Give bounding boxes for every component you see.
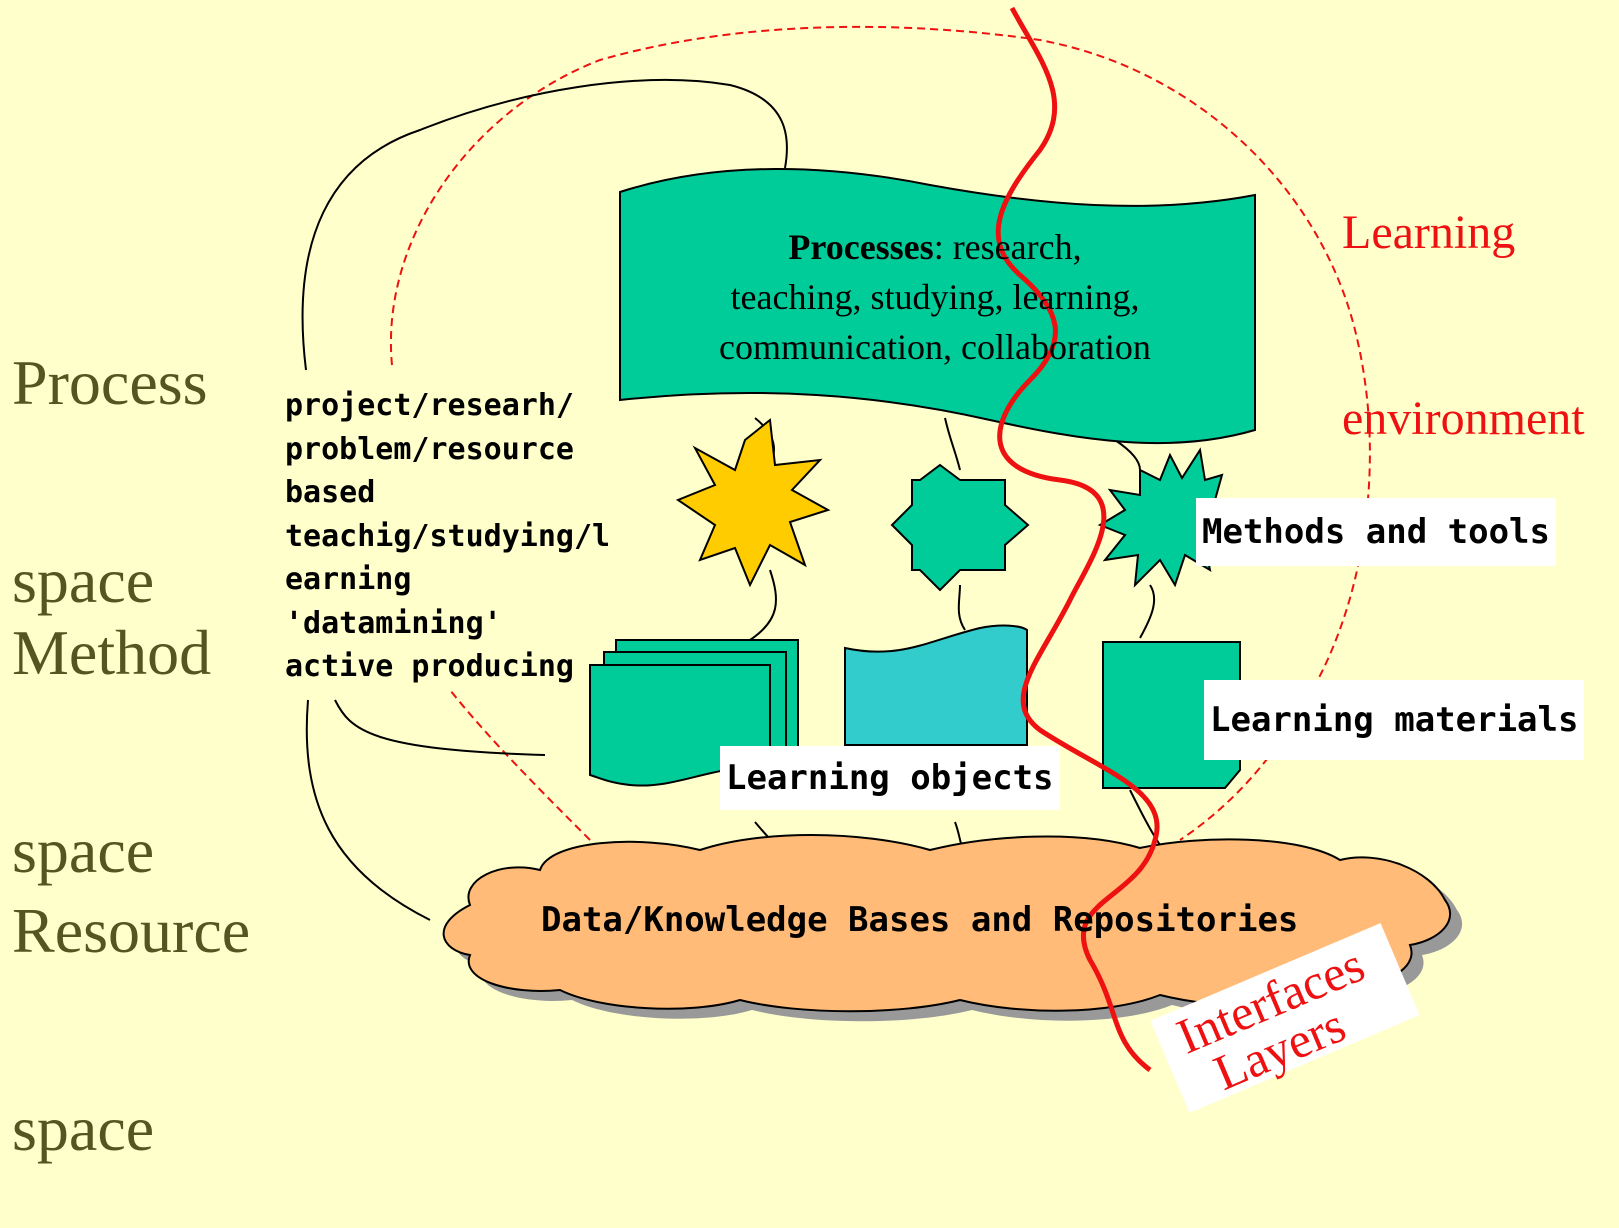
learning-objects-stack — [589, 639, 799, 787]
learning-materials-label: Learning materials — [1204, 680, 1585, 760]
methods-list-item: based — [285, 475, 376, 510]
process-space-line2: space — [12, 545, 155, 616]
resource-space-label: Resource space — [12, 766, 250, 1228]
resource-space-line1: Resource — [12, 895, 251, 966]
method-space-line2: space — [12, 815, 155, 886]
learning-objects-label: Learning objects — [720, 746, 1060, 810]
processes-line1-rest: : research, — [933, 227, 1082, 267]
method-space-line1: Method — [12, 617, 212, 688]
teal-star-shape — [890, 463, 1030, 592]
processes-line3: communication, collaboration — [719, 327, 1151, 367]
methods-list-item: 'datamining' — [285, 605, 502, 641]
learning-environment-line2: environment — [1342, 392, 1585, 445]
processes-line1: Processes: research, — [640, 222, 1230, 272]
processes-heading: Processes — [788, 227, 934, 267]
interface-layer-line — [995, 6, 1160, 1072]
processes-banner — [619, 168, 1256, 445]
methods-list-item: active producing — [285, 649, 574, 684]
process-space-label: Process space — [12, 218, 208, 680]
processes-line2: teaching, studying, learning, — [730, 277, 1140, 317]
process-space-line1: Process — [12, 347, 208, 418]
diagram-canvas — [301, 6, 1463, 1072]
processes-text: Processes: research, teaching, studying,… — [640, 222, 1230, 372]
learning-environment-line1: Learning — [1342, 206, 1516, 259]
repositories-cloud — [442, 834, 1451, 1013]
method-space-label: Method space — [12, 488, 211, 950]
methods-and-tools-label: Methods and tools — [1196, 498, 1556, 566]
resource-space-line2: space — [12, 1093, 155, 1164]
learning-environment-boundary — [389, 25, 1371, 841]
methods-list-item: project/researh/ — [285, 388, 574, 423]
learning-environment-label: Learning environment — [1342, 78, 1585, 512]
methods-list-item: teachig/studying/l — [285, 518, 611, 554]
methods-list: project/researh/ problem/resource based … — [285, 384, 615, 689]
repositories-label: Data/Knowledge Bases and Repositories — [541, 900, 1299, 940]
methods-list-item: earning — [285, 562, 412, 597]
middle-document-shape — [844, 624, 1028, 746]
methods-list-item: problem/resource — [285, 431, 574, 467]
yellow-star-shape — [675, 418, 831, 588]
